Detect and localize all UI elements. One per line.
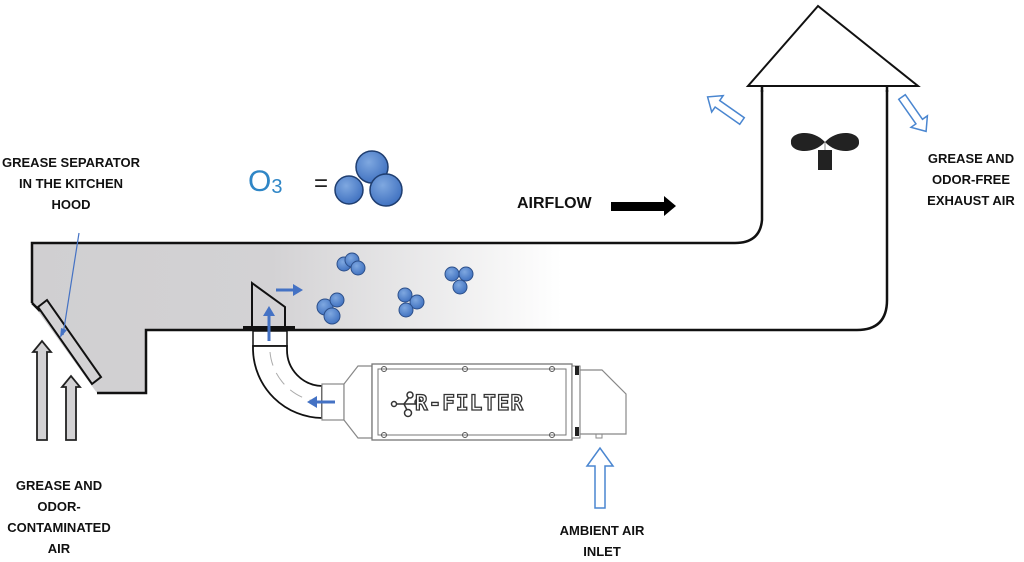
ozone-molecule — [444, 266, 474, 295]
contaminated-air-label: GREASE AND ODOR- CONTAMINATED AIR — [7, 478, 111, 556]
equals-sign: = — [314, 170, 329, 197]
contaminated-air-arrow — [60, 374, 82, 441]
pipe-arrow-left — [307, 396, 335, 408]
fan-icon — [790, 132, 860, 170]
nozzle-arrow-up — [263, 306, 275, 341]
separator-pointer-line — [62, 232, 80, 336]
device-brand-label: R-FILTER — [414, 390, 525, 415]
ozone-molecule — [316, 292, 345, 325]
nozzle-arrow-right — [276, 284, 303, 296]
ozone-legend-molecule — [334, 150, 403, 207]
ambient-air-label: AMBIENT AIR INLET — [559, 523, 645, 559]
hood-and-duct — [32, 90, 887, 393]
exhaust-arrow-right — [897, 93, 929, 133]
ozone-formula-subscript: 3 — [271, 176, 283, 198]
exhaust-arrow-left — [706, 94, 746, 126]
ozone-molecule — [397, 287, 425, 318]
contaminated-air-arrow — [31, 339, 53, 441]
elbow-pipe — [252, 345, 345, 421]
r-filter-device — [343, 363, 627, 441]
grease-separator-filter — [36, 298, 103, 386]
ambient-air-arrow — [585, 446, 615, 509]
exhaust-air-label: GREASE AND ODOR-FREE EXHAUST AIR — [927, 151, 1015, 208]
brand-logo-icon — [390, 391, 422, 418]
airflow-label: AIRFLOW — [517, 195, 592, 212]
airflow-arrow — [611, 196, 676, 216]
grease-separator-label: GREASE SEPARATOR IN THE KITCHEN HOOD — [2, 155, 140, 212]
ozone-molecule — [336, 252, 366, 276]
ozone-formula-letter: O — [248, 165, 272, 198]
duct-outline — [30, 90, 764, 303]
ozone-formula: O3 — [248, 165, 282, 199]
chimney-roof — [745, 4, 921, 87]
